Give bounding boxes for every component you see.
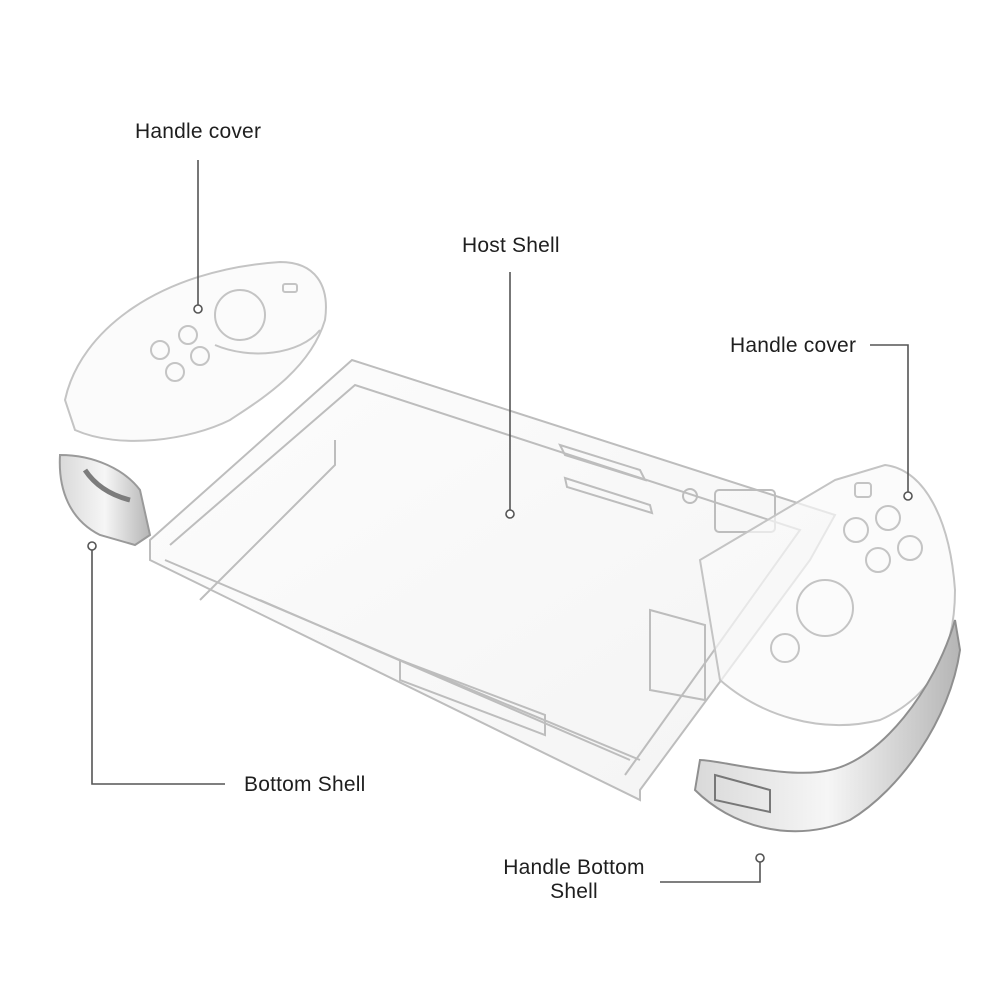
leader-marker-host-shell xyxy=(505,509,515,519)
host-shell-vent xyxy=(714,489,776,533)
left-handle-cover-part xyxy=(63,260,327,442)
left-cover-inner-curve xyxy=(214,329,321,355)
leader-lines xyxy=(87,160,913,883)
leader-line-handle-cover-right xyxy=(870,344,909,492)
leader-marker-handle-cover-left xyxy=(193,304,203,314)
host-shell-slot-top xyxy=(558,443,647,482)
left-button-up xyxy=(178,325,198,345)
label-handle-cover-right: Handle cover xyxy=(730,334,857,357)
left-minus-button xyxy=(282,283,298,293)
label-handle-cover-left: Handle cover xyxy=(135,120,262,143)
left-bottom-shell-rail xyxy=(82,468,131,503)
leader-line-handle-bottom-shell xyxy=(660,862,761,883)
host-shell-part xyxy=(149,358,837,802)
right-bottom-shell-part xyxy=(693,619,962,833)
left-button-right xyxy=(190,346,210,366)
label-host-shell: Host Shell xyxy=(462,234,560,257)
left-button-down xyxy=(165,362,185,382)
leader-line-bottom-shell xyxy=(91,550,225,785)
host-shell-bottom-slot xyxy=(399,658,546,737)
left-stick-ring xyxy=(214,289,266,341)
right-plus-button xyxy=(854,482,872,498)
host-shell-port xyxy=(682,488,698,504)
host-shell-corner-notch xyxy=(649,608,706,702)
right-button-a xyxy=(897,535,923,561)
left-button-left xyxy=(150,340,170,360)
left-bottom-shell-body xyxy=(58,453,152,547)
host-shell-slot-mid xyxy=(563,476,654,515)
host-shell-front-lip xyxy=(259,599,631,761)
label-bottom-shell: Bottom Shell xyxy=(244,773,366,796)
right-bottom-shell-body xyxy=(693,619,962,833)
right-home-button xyxy=(770,633,800,663)
host-shell-inner-rim xyxy=(169,383,802,776)
right-button-b xyxy=(865,547,891,573)
right-stick-ring xyxy=(796,579,854,637)
right-button-y xyxy=(843,517,869,543)
label-handle-bottom-shell: Handle Bottom Shell xyxy=(484,856,664,904)
host-shell-cutout-left xyxy=(199,440,336,601)
left-bottom-shell-part xyxy=(58,453,152,547)
left-handle-cover-outline xyxy=(63,260,327,442)
leader-marker-handle-bottom-shell xyxy=(755,853,765,863)
label-handle-bottom-shell-line2: Shell xyxy=(550,880,598,903)
right-button-x xyxy=(875,505,901,531)
right-bottom-shell-slot xyxy=(714,773,771,814)
leader-marker-bottom-shell xyxy=(87,541,97,551)
label-handle-bottom-shell-line1: Handle Bottom xyxy=(503,856,645,879)
leader-marker-handle-cover-right xyxy=(903,491,913,501)
